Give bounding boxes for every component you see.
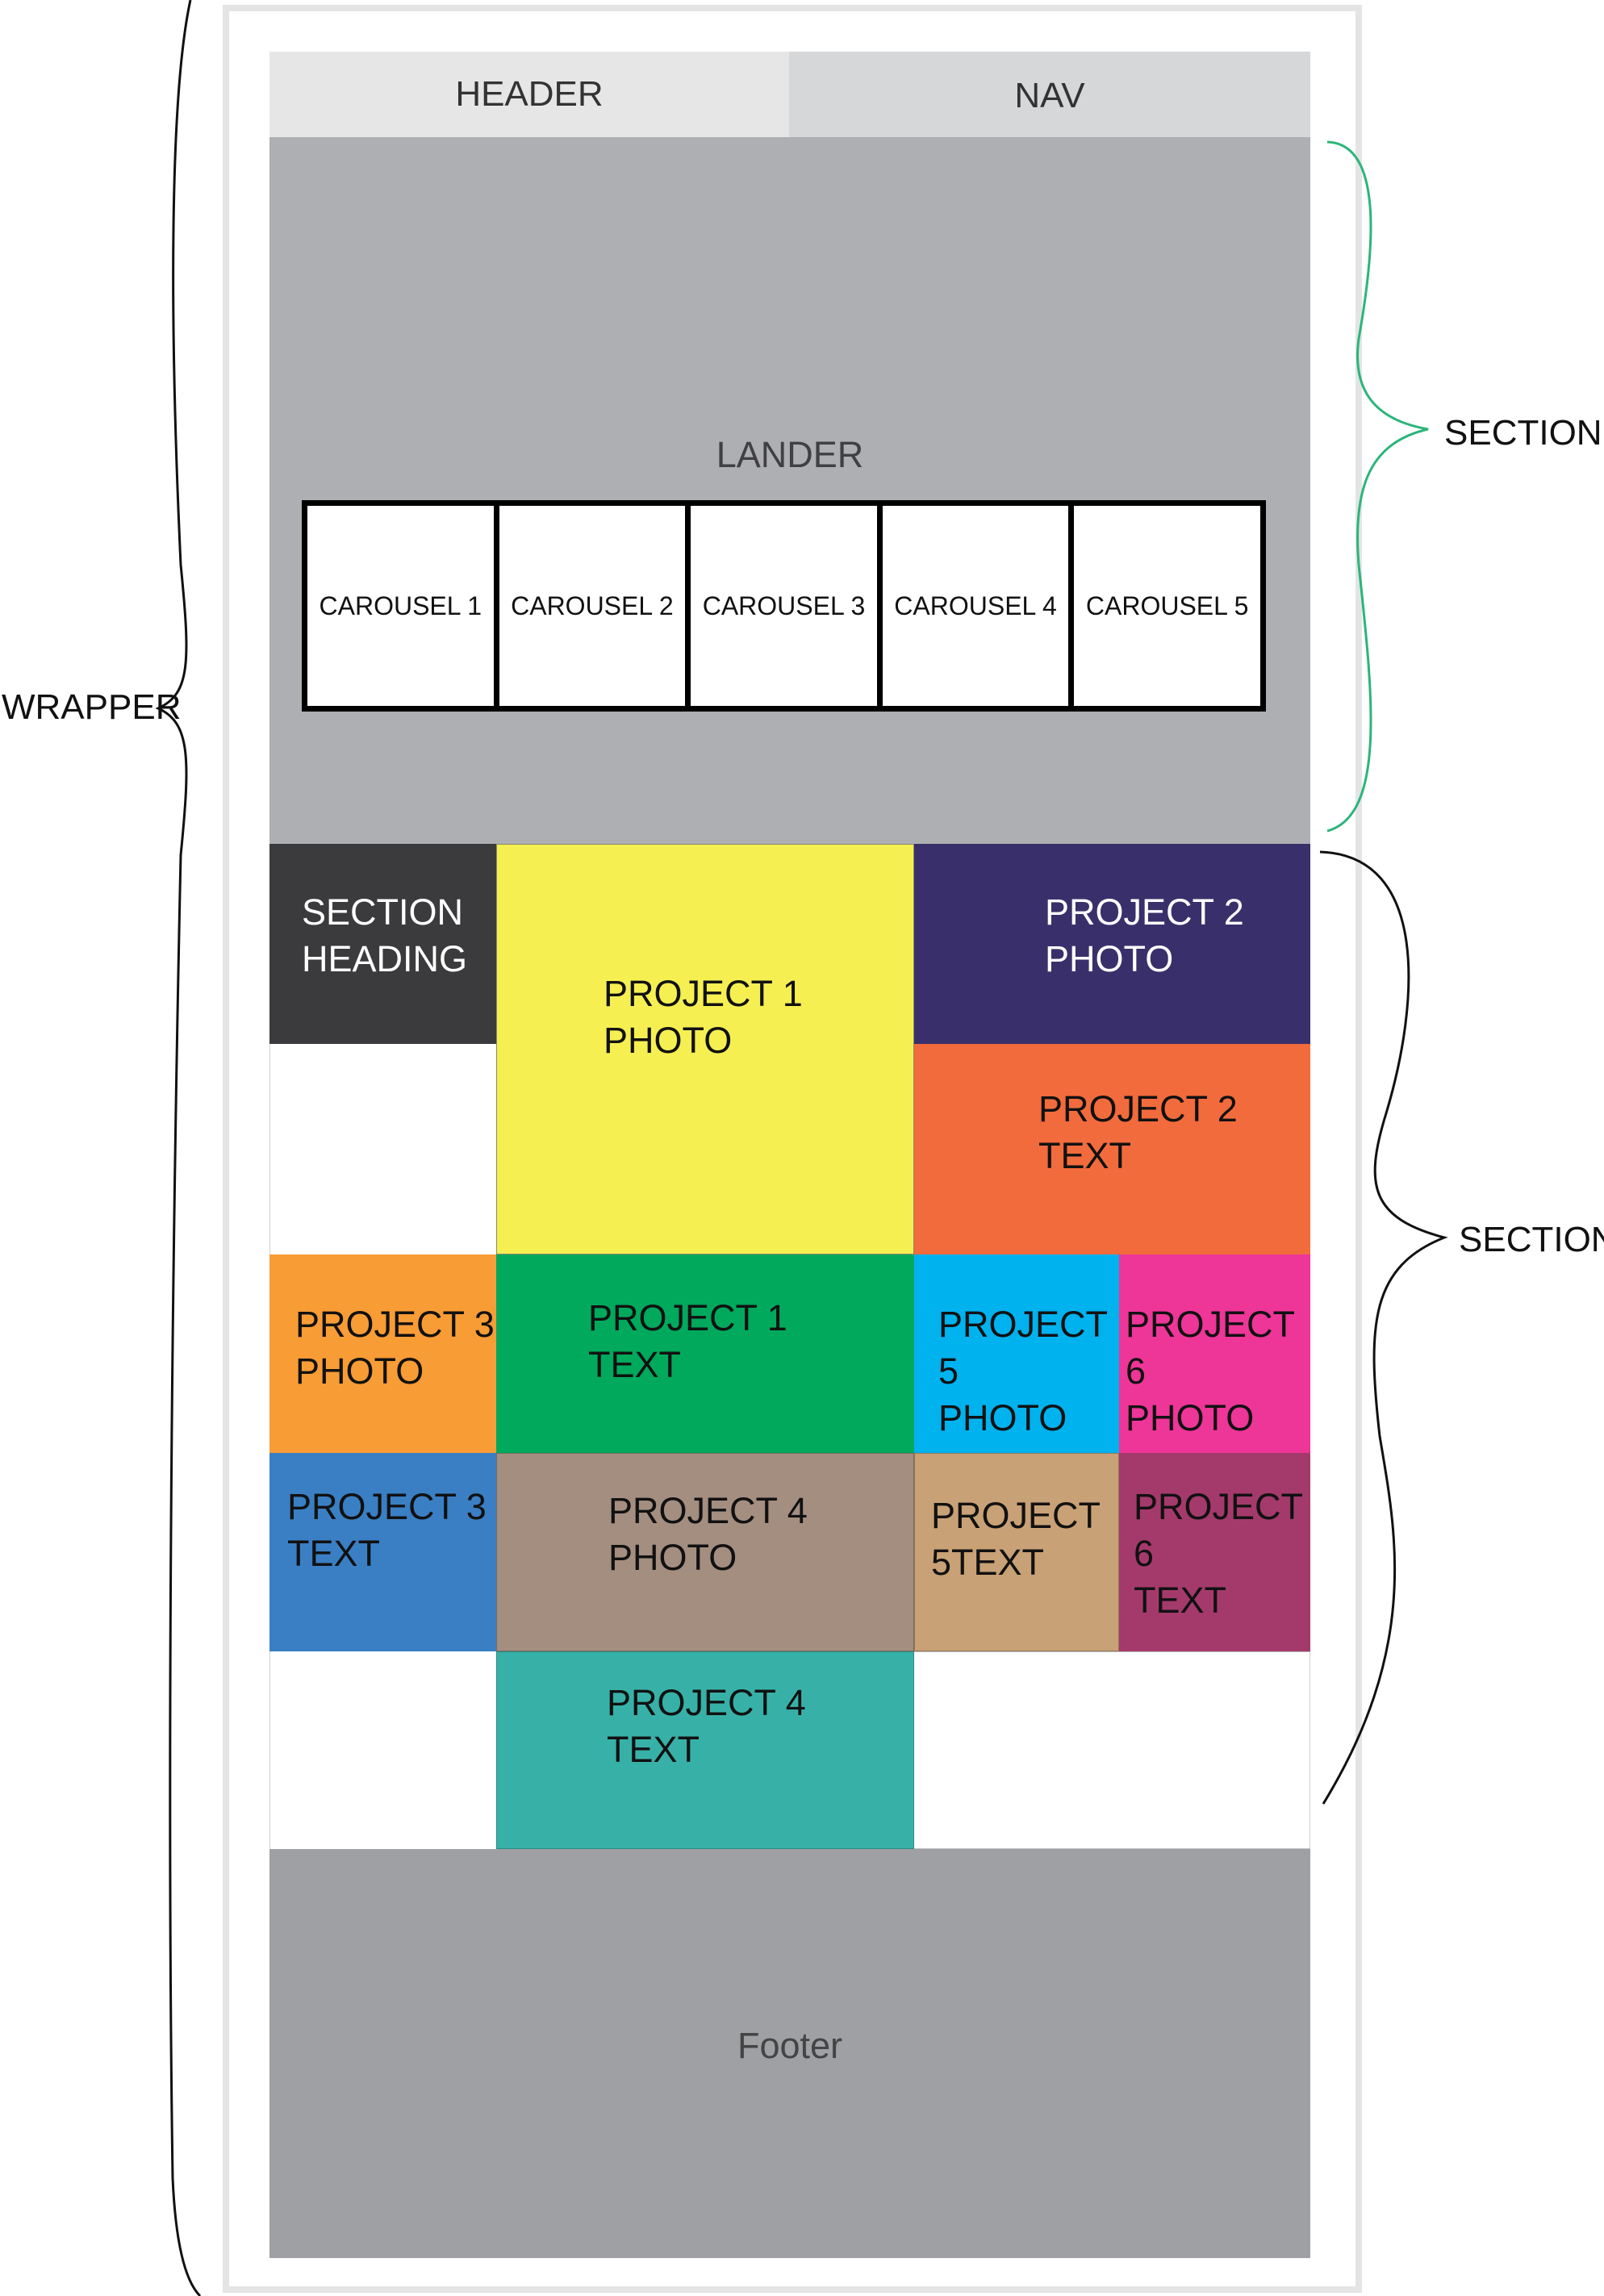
lander-section: LANDER	[269, 137, 1310, 844]
carousel-strip: CAROUSEL 1 CAROUSEL 2 CAROUSEL 3 CAROUSE…	[302, 500, 1266, 712]
project4-text-block: PROJECT 4 TEXT	[496, 1651, 914, 1849]
section-heading-block: SECTION HEADING	[269, 844, 496, 1044]
nav-label: NAV	[1014, 76, 1085, 115]
project2-photo-block: PROJECT 2 PHOTO	[914, 844, 1310, 1044]
wrapper-label: WRAPPER	[2, 687, 182, 727]
carousel-item: CAROUSEL 3	[691, 506, 877, 706]
nav-block: NAV	[789, 52, 1310, 137]
project1-photo-label: PROJECT 1 PHOTO	[604, 973, 803, 1061]
carousel-item: CAROUSEL 4	[882, 506, 1069, 706]
project3-text-block: PROJECT 3 TEXT	[269, 1453, 496, 1651]
lander-label: LANDER	[716, 434, 864, 475]
project5-text-label: PROJECT 5TEXT	[931, 1495, 1101, 1583]
project2-text-label: PROJECT 2 TEXT	[1038, 1088, 1238, 1176]
project4-photo-label: PROJECT 4 PHOTO	[608, 1490, 808, 1578]
project6-text-label: PROJECT 6 TEXT	[1134, 1486, 1303, 1621]
project3-photo-label: PROJECT 3 PHOTO	[295, 1304, 495, 1392]
project6-photo-label: PROJECT 6 PHOTO	[1126, 1304, 1295, 1438]
header-block: HEADER	[269, 52, 789, 137]
carousel-item: CAROUSEL 2	[499, 506, 686, 706]
header-label: HEADER	[455, 74, 604, 114]
project4-photo-block: PROJECT 4 PHOTO	[496, 1453, 914, 1651]
project5-text-block: PROJECT 5TEXT	[914, 1453, 1119, 1651]
project6-photo-block: PROJECT 6 PHOTO	[1119, 1254, 1310, 1453]
project1-text-label: PROJECT 1 TEXT	[588, 1297, 787, 1385]
project3-text-label: PROJECT 3 TEXT	[287, 1486, 487, 1574]
project1-text-block: PROJECT 1 TEXT	[496, 1254, 914, 1453]
carousel-item: CAROUSEL 5	[1074, 506, 1260, 706]
project2-photo-label: PROJECT 2 PHOTO	[1045, 891, 1244, 979]
section-label-bottom: SECTION	[1459, 1220, 1604, 1259]
empty-cell-bottom-right	[914, 1651, 1310, 1849]
section-label-top: SECTION	[1444, 413, 1602, 453]
wrapper-brace	[155, 0, 202, 2296]
section-heading-label: SECTION HEADING	[302, 891, 468, 979]
project1-photo-block: PROJECT 1 PHOTO	[496, 844, 914, 1254]
project2-text-block: PROJECT 2 TEXT	[914, 1044, 1310, 1254]
project5-photo-label: PROJECT 5 PHOTO	[938, 1304, 1108, 1438]
project4-text-label: PROJECT 4 TEXT	[607, 1682, 806, 1770]
footer-block: Footer	[269, 1849, 1310, 2258]
project6-text-block: PROJECT 6 TEXT	[1119, 1453, 1310, 1651]
carousel-item: CAROUSEL 1	[307, 506, 494, 706]
project5-photo-block: PROJECT 5 PHOTO	[914, 1254, 1119, 1453]
project3-photo-block: PROJECT 3 PHOTO	[269, 1254, 496, 1453]
footer-label: Footer	[737, 2025, 843, 2066]
